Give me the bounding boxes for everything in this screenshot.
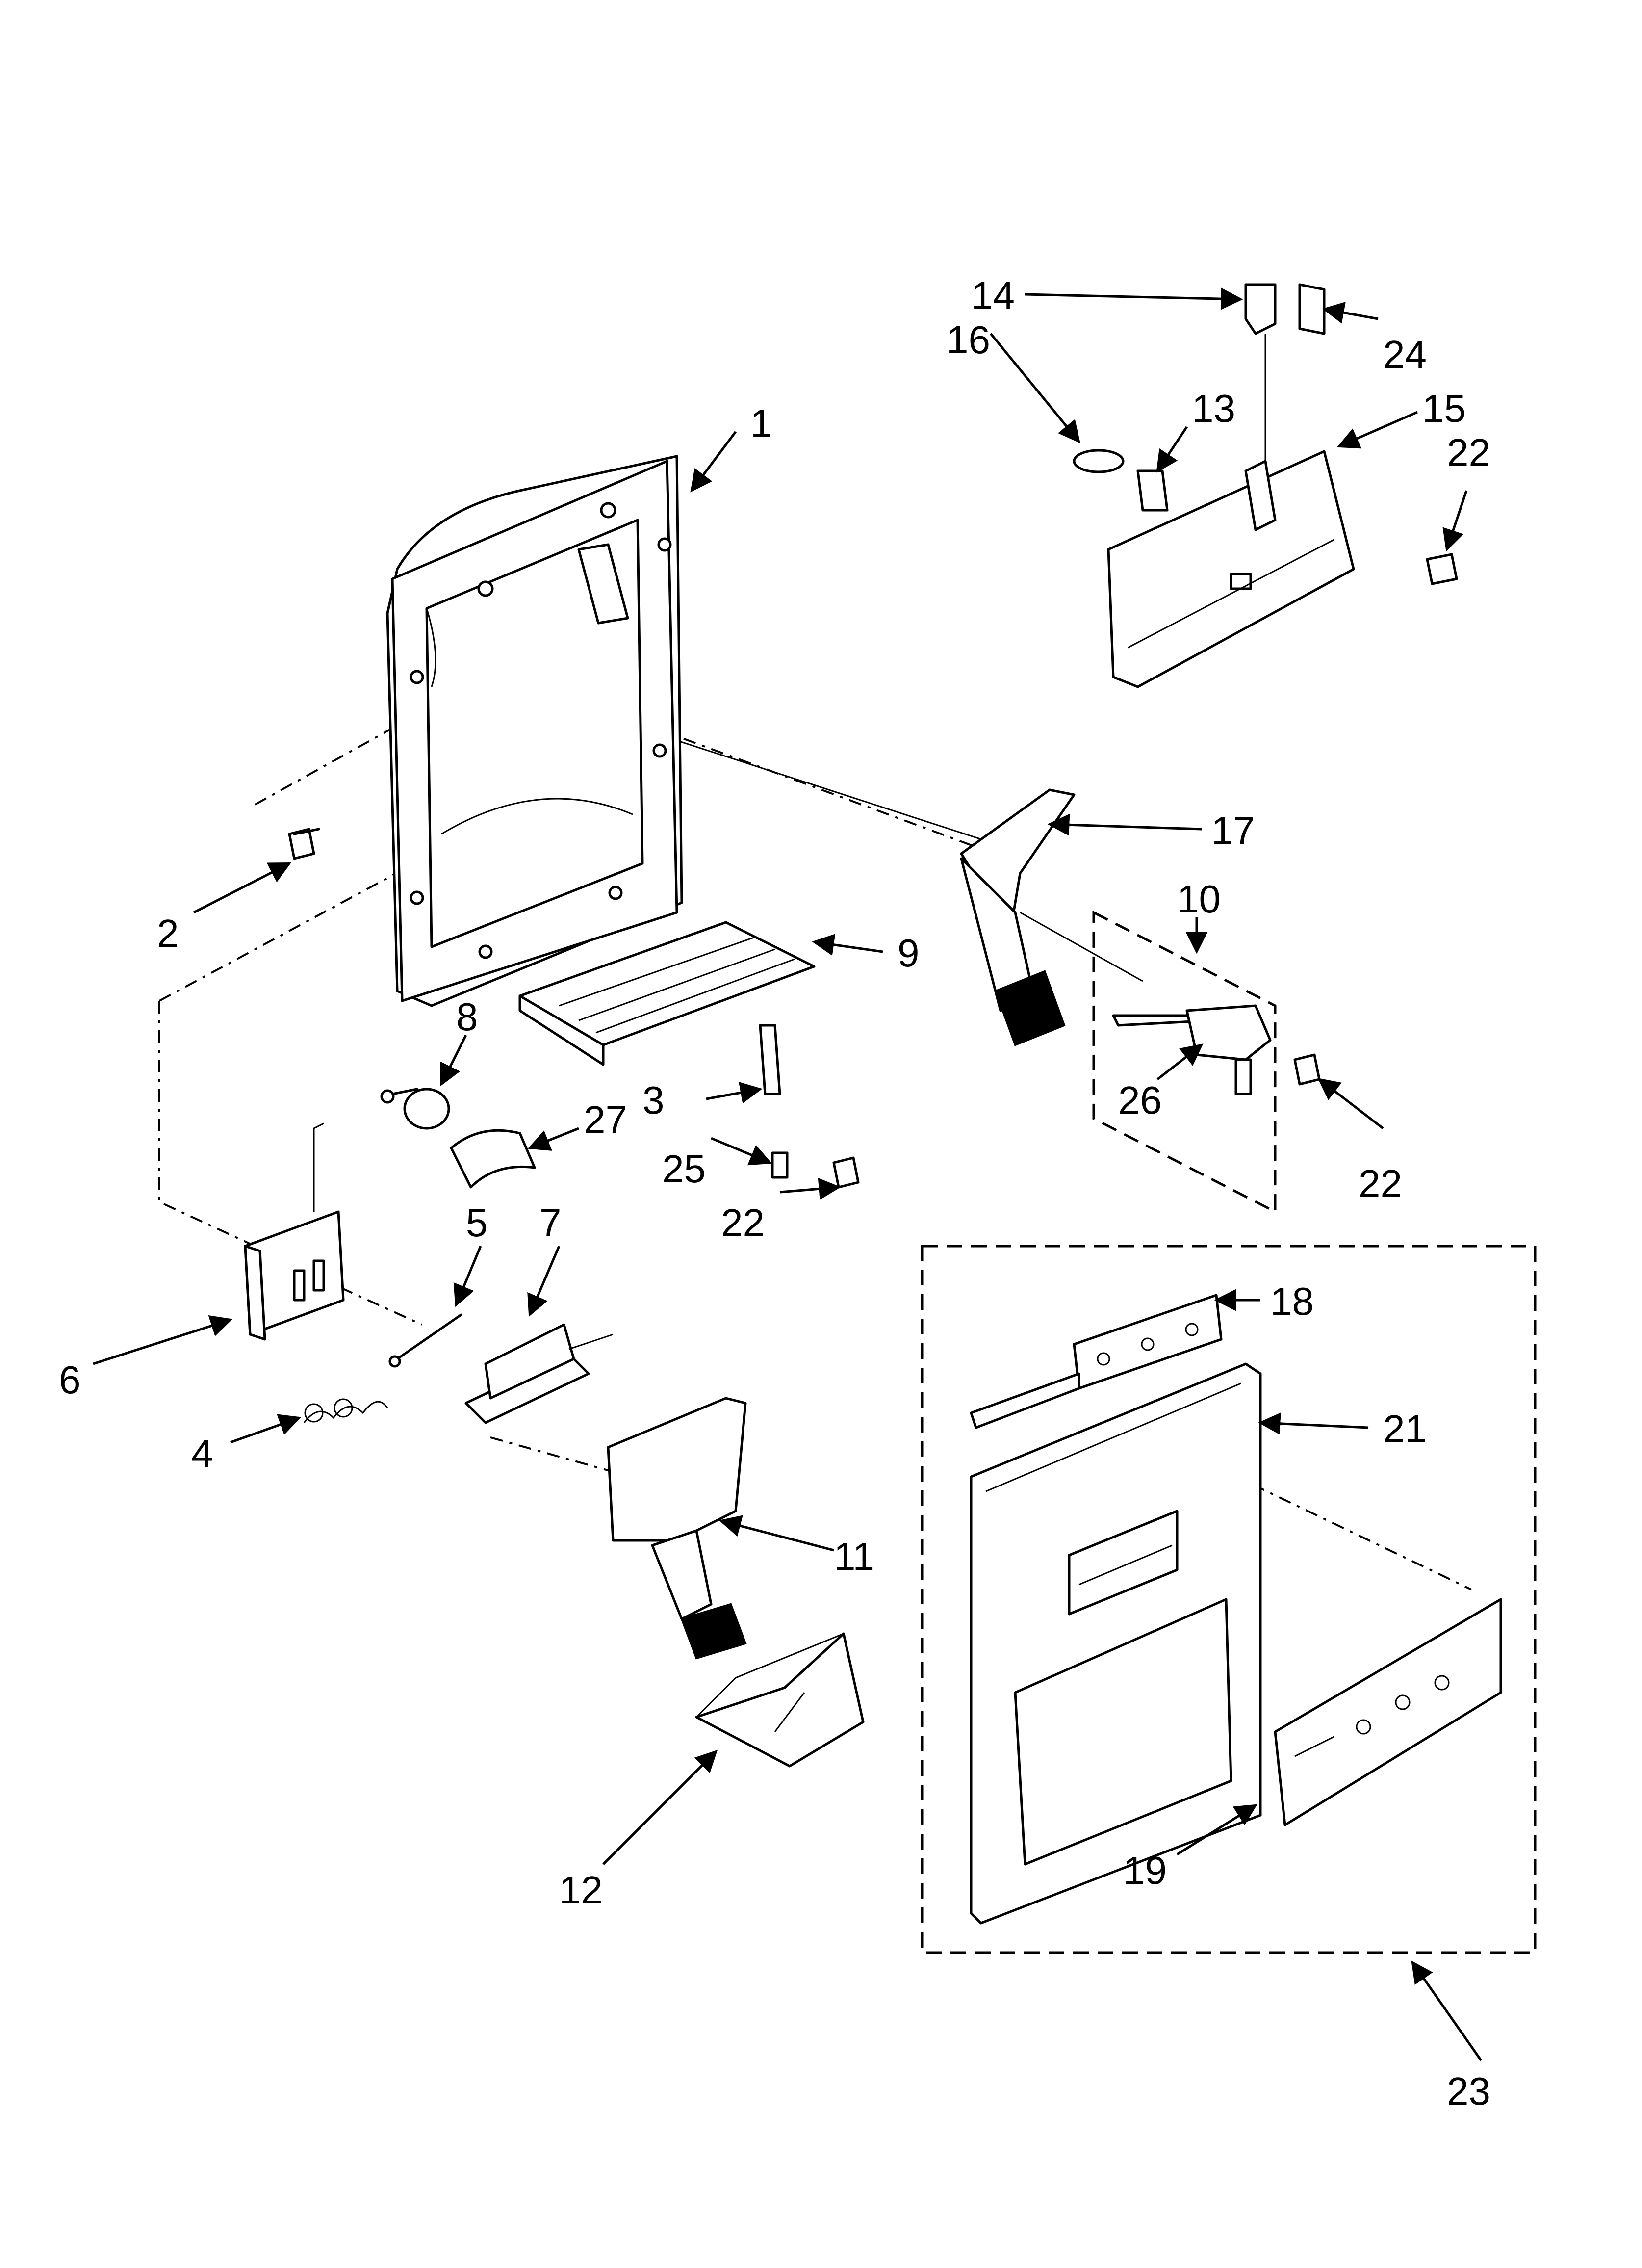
actuator-part-7 [464,1323,614,1424]
plate-part-24 [1298,283,1326,335]
screw-part-2 [288,828,320,860]
clip-part-25 [771,1151,789,1179]
front-panel-part-21 [970,1362,1262,1925]
switch-part-14 [1244,283,1277,471]
assembly-box-23 [921,1245,1537,1954]
callout-25: 25 [662,1147,706,1191]
callout-19: 19 [1123,1849,1167,1892]
pin-part-5 [388,1313,462,1368]
label-part-19 [1274,1598,1502,1826]
drip-tray [518,921,816,1066]
callout-6: 6 [59,1358,81,1402]
lever-part-11 [607,1397,747,1660]
callout-1: 1 [750,401,772,445]
callout-12: 12 [559,1868,603,1912]
bulb-part-16 [1073,449,1125,473]
callout-21: 21 [1383,1407,1427,1451]
screw-part-22-right [1293,1053,1321,1086]
callout-5: 5 [466,1201,488,1245]
callout-13: 13 [1192,387,1235,430]
callout-24: 24 [1383,333,1427,376]
callout-17: 17 [1211,808,1255,852]
board-part-18 [970,1294,1223,1429]
callout-8: 8 [456,995,478,1039]
callout-26: 26 [1118,1078,1162,1122]
callout-9: 9 [898,931,920,975]
screw-part-22-center [832,1156,860,1189]
callout-27: 27 [584,1098,627,1142]
solenoid-part-8 [380,1088,450,1130]
callout-labels: 1 2 3 4 5 6 7 8 9 10 11 12 13 14 15 16 1… [59,274,1490,2113]
housing-part-15 [1107,450,1355,688]
callout-10: 10 [1177,877,1221,921]
callout-3: 3 [642,1078,665,1122]
callout-16: 16 [947,318,990,362]
chute-part-12 [695,1632,865,1768]
callout-18: 18 [1270,1279,1314,1323]
screw-part-22-top [1426,553,1458,585]
callout-11: 11 [834,1535,874,1578]
assembly-box-10 [1092,910,1277,1214]
callout-22-top: 22 [1447,431,1490,474]
callout-22-right: 22 [1359,1162,1402,1205]
callout-7: 7 [539,1201,562,1245]
paddle-part-17 [960,788,1076,1046]
callout-22-center: 22 [721,1201,765,1245]
module-part-6 [244,1122,345,1341]
bracket-part-26 [1112,1004,1272,1095]
callout-14: 14 [971,274,1015,317]
spring-part-4 [303,1398,388,1423]
switch-part-3 [759,1024,781,1095]
cover-part-27 [450,1129,536,1189]
callout-4: 4 [191,1432,213,1475]
callout-2: 2 [157,912,179,955]
socket-part-13 [1136,469,1169,512]
callout-23: 23 [1447,2069,1490,2113]
dispenser-housing [386,455,683,1007]
leader-arrows [93,287,1483,2061]
callout-15: 15 [1422,387,1466,430]
